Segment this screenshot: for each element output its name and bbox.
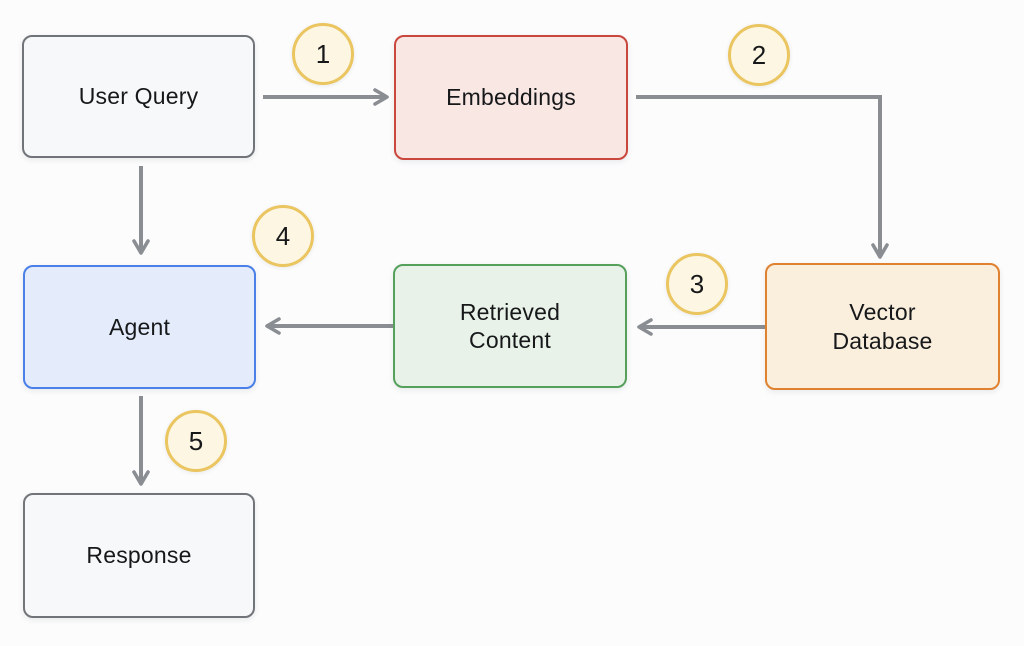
step-badge-3-number: 3 bbox=[689, 268, 705, 299]
node-user-query: User Query bbox=[22, 35, 255, 158]
connector-embeddings-to-vector-database bbox=[636, 95, 889, 259]
node-retrieved-content-label: Retrieved Content bbox=[459, 298, 561, 353]
step-badge-3: 3 bbox=[666, 253, 728, 315]
node-embeddings-label: Embeddings bbox=[446, 84, 576, 111]
step-badge-1: 1 bbox=[292, 23, 354, 85]
step-badge-2-number: 2 bbox=[751, 39, 767, 70]
step-badge-5-number: 5 bbox=[188, 425, 204, 456]
step-badge-1-number: 1 bbox=[315, 38, 331, 69]
step-badge-2: 2 bbox=[728, 24, 790, 86]
step-badge-5: 5 bbox=[165, 410, 227, 472]
node-vector-database: Vector Database bbox=[765, 263, 1000, 390]
node-response: Response bbox=[23, 493, 255, 618]
node-agent: Agent bbox=[23, 265, 256, 389]
node-vector-database-label: Vector Database bbox=[832, 299, 933, 354]
node-user-query-label: User Query bbox=[78, 83, 199, 110]
node-retrieved-content: Retrieved Content bbox=[393, 264, 627, 388]
node-agent-label: Agent bbox=[108, 313, 171, 340]
step-badge-4: 4 bbox=[252, 205, 314, 267]
step-badge-4-number: 4 bbox=[275, 220, 291, 251]
node-embeddings: Embeddings bbox=[394, 35, 628, 160]
node-response-label: Response bbox=[86, 542, 192, 569]
